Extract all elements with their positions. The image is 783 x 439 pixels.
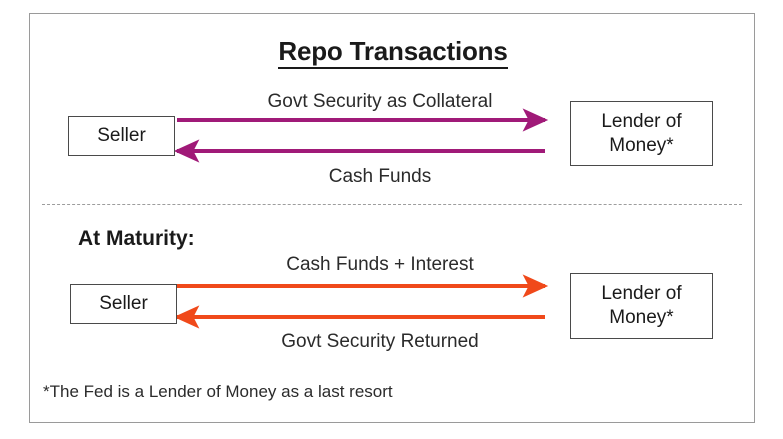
flow-label-cash-funds-plus-interest: Cash Funds + Interest <box>286 254 474 275</box>
footnote: *The Fed is a Lender of Money as a last … <box>43 382 393 401</box>
entity-label-lender-initial-line1: Lender of <box>601 110 682 132</box>
slide-frame: Repo Transactions <box>29 13 755 423</box>
maturity-heading: At Maturity: <box>78 227 195 250</box>
entity-label-lender-initial-line2: Money* <box>609 134 674 156</box>
entity-label-seller-initial: Seller <box>97 125 146 147</box>
entity-label-lender-maturity: Lender of Money* <box>601 282 681 330</box>
entity-box-lender-initial: Lender of Money* <box>570 101 713 166</box>
page-title-text: Repo Transactions <box>278 36 508 69</box>
page-title: Repo Transactions <box>30 36 756 69</box>
arrow-layer <box>173 108 549 329</box>
entity-box-seller-initial: Seller <box>68 116 175 156</box>
section-divider <box>42 204 742 205</box>
flow-label-govt-security-as-collateral: Govt Security as Collateral <box>267 91 493 112</box>
entity-box-seller-maturity: Seller <box>70 284 177 324</box>
entity-label-lender-maturity-line1: Lender of <box>601 283 682 305</box>
entity-label-lender-initial: Lender of Money* <box>601 110 681 158</box>
flow-label-cash-funds: Cash Funds <box>328 166 432 187</box>
entity-box-lender-maturity: Lender of Money* <box>570 273 713 339</box>
entity-label-seller-maturity: Seller <box>99 293 148 315</box>
entity-label-lender-maturity-line2: Money* <box>609 307 674 328</box>
flow-label-govt-security-returned: Govt Security Returned <box>281 331 479 352</box>
